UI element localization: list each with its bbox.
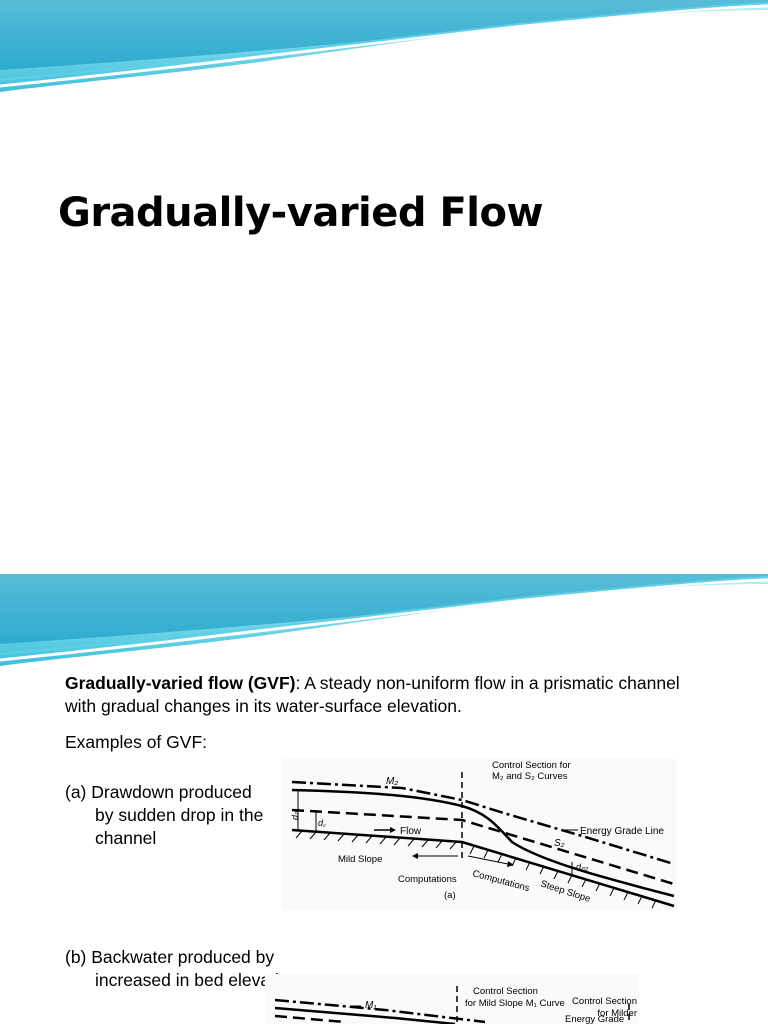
title-slide: Gradually-varied Flow <box>0 0 768 236</box>
example-a-rest: by sudden drop in the channel <box>95 805 264 848</box>
mild-slope-label: Mild Slope <box>338 854 382 865</box>
flow-arrow-head <box>390 827 396 833</box>
definition-term: Gradually-varied flow (GVF) <box>65 673 296 693</box>
right-control-label-1: Control Section <box>572 996 637 1007</box>
computations-right-label: Computations <box>471 868 531 894</box>
figure-a-caption: (a) <box>444 890 456 901</box>
bed-hatching <box>295 830 657 909</box>
m2-label: M₂ <box>386 776 398 787</box>
dn2-label: dₙ₂ <box>576 862 589 872</box>
water-surface-line-b <box>274 1006 456 1024</box>
control-label-b-1: Control Section <box>473 986 538 997</box>
computations-right-arrow <box>467 855 509 865</box>
computations-left-label: Computations <box>398 874 457 885</box>
right-control-label-2: for Milder <box>597 1008 637 1019</box>
control-label-b-2: for Mild Slope M₁ Curve <box>465 998 565 1009</box>
dc-label: d꜀ <box>318 818 327 828</box>
control-section-label-2: M₂ and S₂ Curves <box>492 771 568 782</box>
gvf-definition: Gradually-varied flow (GVF): A steady no… <box>65 672 705 718</box>
computations-left-arrow-head <box>412 853 418 859</box>
example-b: (b) Backwater produced by increased in b… <box>65 946 345 992</box>
example-b-first-line: (b) Backwater produced by <box>65 947 275 967</box>
slide-title: Gradually-varied Flow <box>58 190 543 236</box>
water-surface-line <box>291 788 675 898</box>
examples-heading: Examples of GVF: <box>65 732 207 752</box>
energy-grade-label: Energy Grade Line <box>580 826 664 837</box>
backwater-diagram: M₁ Control Section for Mild Slope M₁ Cur… <box>274 986 637 1024</box>
energy-grade-label-b: Energy Grade <box>565 1014 624 1024</box>
example-a: (a) Drawdown produced by sudden drop in … <box>65 781 295 850</box>
figure-b-backwater: M₁ Control Section for Mild Slope M₁ Cur… <box>265 974 639 1024</box>
critical-depth-line-b <box>274 1014 346 1024</box>
content-slide: Gradually-varied flow (GVF): A steady no… <box>0 574 768 1024</box>
drawdown-diagram: Control Section for M₂ and S₂ Curves M₂ … <box>290 760 675 909</box>
m1-label: M₁ <box>365 1000 376 1011</box>
example-a-first-line: (a) Drawdown produced <box>65 782 252 802</box>
dn1-label: dₙ₁ <box>290 808 300 820</box>
example-b-rest: increased in bed elevation <box>95 970 299 990</box>
energy-grade-line <box>291 780 675 866</box>
critical-depth-line <box>291 808 675 886</box>
control-section-label-1: Control Section for <box>492 760 571 771</box>
wave-banner <box>0 574 768 666</box>
wave-banner <box>0 0 768 92</box>
energy-grade-line-b <box>274 998 486 1024</box>
definition-text: : A steady non-uniform flow in a prismat… <box>65 673 680 716</box>
computations-right-arrow-head <box>507 861 514 867</box>
flow-label: Flow <box>400 826 422 837</box>
figure-a-drawdown: Control Section for M₂ and S₂ Curves M₂ … <box>282 758 676 910</box>
s2-label: S₂ <box>554 838 565 849</box>
